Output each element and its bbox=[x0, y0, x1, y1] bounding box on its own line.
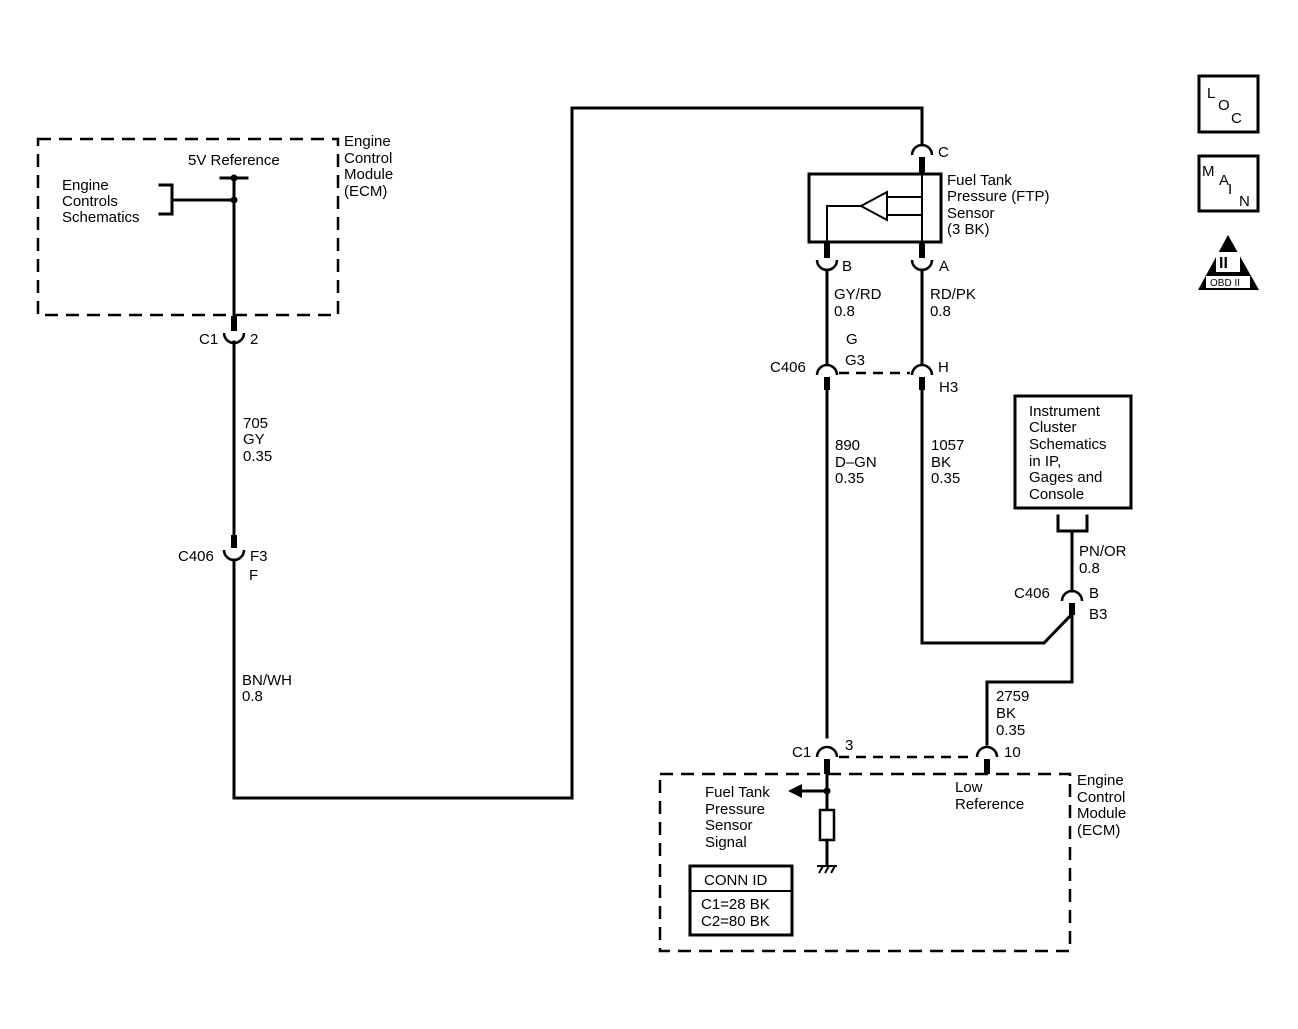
c406-f-conn-label: C406 bbox=[178, 548, 214, 565]
obd-ii-button[interactable]: II OBD II bbox=[1198, 235, 1259, 290]
instrument-cluster-label: Instrument Cluster Schematics in IP, Gag… bbox=[1029, 403, 1111, 503]
c406-f-pin-label-1: F3 bbox=[250, 548, 268, 565]
c1-pin-3-connector bbox=[815, 745, 839, 774]
ecm-bottom-label: Engine Control Module (ECM) bbox=[1077, 772, 1130, 839]
svg-text:N: N bbox=[1239, 193, 1250, 210]
c1-pin-3-label: 3 bbox=[845, 737, 853, 754]
c406-gh-conn-label: C406 bbox=[770, 359, 806, 376]
ecm-top-label: Engine Control Module (ECM) bbox=[344, 133, 397, 200]
c406-f-connector bbox=[222, 535, 246, 562]
c406-b-pin-label-2: B3 bbox=[1089, 606, 1107, 623]
obd-ii-caption: OBD II bbox=[1210, 278, 1240, 289]
svg-text:O: O bbox=[1218, 97, 1230, 114]
c406-g3-label: G3 bbox=[845, 352, 865, 369]
c1-top-conn-label: C1 bbox=[199, 331, 218, 348]
c406-h-label: H bbox=[938, 359, 949, 376]
svg-text:M: M bbox=[1202, 163, 1215, 180]
signal-arrow-head bbox=[788, 784, 802, 798]
ftp-pin-b-connector bbox=[815, 242, 839, 272]
svg-text:C: C bbox=[1231, 110, 1242, 127]
ftp-pin-a-connector bbox=[910, 242, 934, 272]
ftp-pin-c-label: C bbox=[938, 144, 949, 161]
engine-controls-schematics-label: Engine Controls Schematics bbox=[62, 177, 140, 226]
c1-pin-2-connector bbox=[222, 316, 246, 345]
c406-h-connector bbox=[910, 363, 934, 390]
ground-symbol bbox=[817, 865, 837, 874]
low-reference-label: Low Reference bbox=[955, 779, 1024, 813]
c406-b-conn-label: C406 bbox=[1014, 585, 1050, 602]
wire-rd-pk-label: RD/PK 0.8 bbox=[930, 286, 980, 320]
wire-bn-wh bbox=[232, 106, 924, 800]
c406-b-connector bbox=[1060, 589, 1084, 615]
c406-f-pin-label-2: F bbox=[249, 567, 258, 584]
c406-h3-label: H3 bbox=[939, 379, 958, 396]
wire-705-label: 705 GY 0.35 bbox=[243, 415, 272, 465]
ftp-pin-a-label: A bbox=[939, 258, 949, 275]
pulldown-resistor bbox=[818, 808, 836, 842]
schem-link-bracket bbox=[158, 183, 174, 216]
wire-2759-label: 2759 BK 0.35 bbox=[996, 688, 1034, 739]
loc-button[interactable]: L O C bbox=[1197, 74, 1260, 134]
conn-id-title: CONN ID bbox=[704, 872, 768, 889]
ecm-top-boundary bbox=[36, 137, 340, 317]
ftp-signal-label: Fuel Tank Pressure Sensor Signal bbox=[705, 784, 774, 851]
svg-text:I: I bbox=[1228, 181, 1232, 198]
ftp-pin-b-label: B bbox=[842, 258, 852, 275]
conn-id-table: CONN ID C1=28 BK C2=80 BK bbox=[688, 864, 794, 937]
c1-bottom-conn-label: C1 bbox=[792, 744, 811, 761]
wire-1057-bk bbox=[920, 388, 1075, 645]
svg-text:L: L bbox=[1207, 85, 1215, 102]
c1-top-pin-label: 2 bbox=[250, 331, 258, 348]
conn-id-c2: C2=80 BK bbox=[701, 913, 770, 930]
ftp-sensor-amplifier bbox=[858, 190, 888, 222]
obd-ii-roman: II bbox=[1219, 255, 1228, 272]
ftp-sensor-internal-out bbox=[826, 205, 861, 242]
c1-pin-10-label: 10 bbox=[1004, 744, 1021, 761]
wire-2759-bk bbox=[985, 613, 1074, 746]
5v-reference-label: 5V Reference bbox=[188, 152, 280, 169]
wire-1057-label: 1057 BK 0.35 bbox=[931, 437, 969, 487]
instrument-cluster-box bbox=[1013, 394, 1133, 510]
wire-bn-wh-label: BN/WH 0.8 bbox=[242, 672, 296, 705]
ftp-pin-c-connector bbox=[910, 143, 934, 174]
c406-b-pin-label-1: B bbox=[1089, 585, 1099, 602]
ftp-sensor-label: Fuel Tank Pressure (FTP) Sensor (3 BK) bbox=[947, 172, 1054, 238]
engine-controls-schematics-link[interactable]: Engine Controls Schematics bbox=[62, 177, 140, 226]
svg-text:A: A bbox=[1219, 172, 1229, 189]
conn-id-c1: C1=28 BK bbox=[701, 896, 770, 913]
c406-g-connector bbox=[815, 363, 839, 390]
wire-890-label: 890 D–GN 0.35 bbox=[835, 437, 881, 487]
main-button[interactable]: M A I N bbox=[1197, 154, 1260, 213]
wire-gy-rd-label: GY/RD 0.8 bbox=[834, 286, 886, 320]
instrument-cluster-schematics-link[interactable]: Instrument Cluster Schematics in IP, Gag… bbox=[1013, 394, 1133, 510]
wire-pn-or-label: PN/OR 0.8 bbox=[1079, 543, 1131, 577]
instrument-cluster-bracket bbox=[1056, 514, 1089, 533]
c406-g-label: G bbox=[846, 331, 858, 348]
c1-pin-10-connector bbox=[975, 745, 999, 774]
